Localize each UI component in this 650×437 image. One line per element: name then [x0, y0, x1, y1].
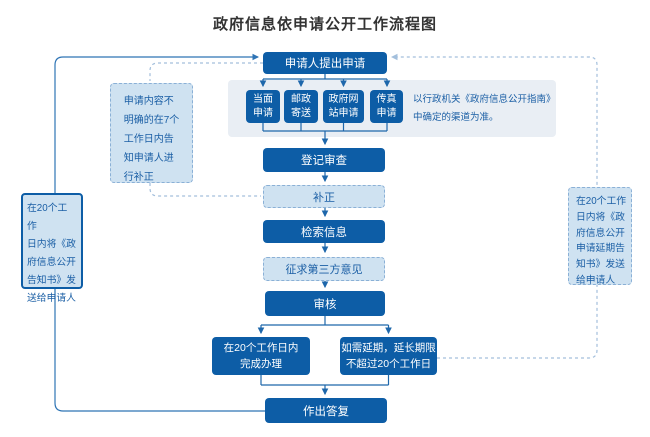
- note-channel-basis: 以行政机关《政府信息公开指南》 中确定的渠道为准。: [413, 94, 556, 123]
- node-make-reply: 作出答复: [265, 398, 387, 423]
- node-complete-within-20-days: 在20个工作日内 完成办理: [212, 337, 310, 375]
- node-register-review: 登记审查: [263, 148, 385, 172]
- node-review: 审核: [265, 291, 385, 316]
- node-supplement-correction: 补正: [263, 185, 385, 208]
- node-channel-fax: 传真 申请: [370, 90, 403, 123]
- node-extension-limit: 如需延期，延长期限 不超过20个工作日: [340, 337, 437, 375]
- node-channel-postal-mail: 邮政 寄送: [284, 90, 318, 123]
- page-title: 政府信息依申请公开工作流程图: [212, 16, 437, 33]
- node-channel-in-person: 当面 申请: [246, 90, 280, 123]
- note-unclear-content: 申请内容不 明确的在7个 工作日内告 知申请人进 行补正: [110, 83, 193, 183]
- node-search-information: 检索信息: [263, 220, 385, 243]
- node-submit-application: 申请人提出申请: [263, 52, 387, 74]
- node-channel-government-website: 政府网 站申请: [323, 90, 364, 123]
- note-extension-notice: 在20个工作 日内将《政 府信息公开 申请延期告 知书》发送 给申请人: [568, 187, 632, 286]
- note-disclosure-notice: 在20个工作 日内将《政 府信息公开 告知书》发 送给申请人: [21, 193, 83, 304]
- node-third-party-opinion: 征求第三方意见: [263, 257, 385, 281]
